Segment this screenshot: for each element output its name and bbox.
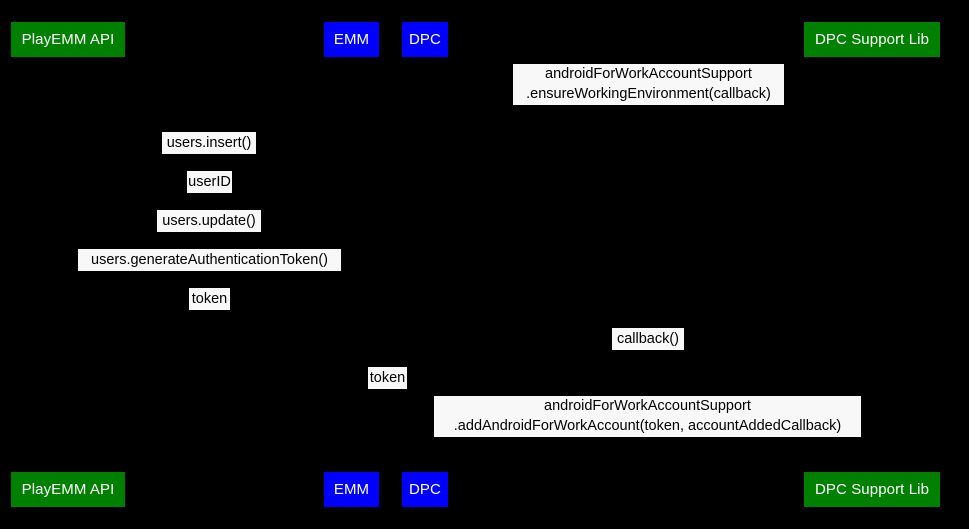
participant-dpc-top[interactable]: DPC — [402, 22, 448, 57]
message-token-to-emm: token — [189, 288, 230, 310]
participant-emm-top[interactable]: EMM — [324, 22, 379, 57]
participant-playemm-api-bottom[interactable]: PlayEMM API — [11, 472, 125, 507]
message-users-generate-authentication-token: users.generateAuthenticationToken() — [78, 249, 341, 271]
participant-emm-bottom[interactable]: EMM — [324, 472, 379, 507]
message-callback: callback() — [612, 328, 684, 350]
message-add-android-for-work-account: androidForWorkAccountSupport .addAndroid… — [434, 396, 861, 437]
message-users-insert: users.insert() — [162, 132, 256, 154]
participant-dpc-support-lib-bottom[interactable]: DPC Support Lib — [804, 472, 940, 507]
participant-dpc-support-lib-top[interactable]: DPC Support Lib — [804, 22, 940, 57]
message-token-to-dpc: token — [368, 367, 407, 389]
participant-playemm-api-top[interactable]: PlayEMM API — [11, 22, 125, 57]
message-users-update: users.update() — [157, 210, 261, 232]
message-ensure-working-environment: androidForWorkAccountSupport .ensureWork… — [513, 64, 784, 105]
message-user-id: userID — [187, 171, 232, 193]
participant-dpc-bottom[interactable]: DPC — [402, 472, 448, 507]
